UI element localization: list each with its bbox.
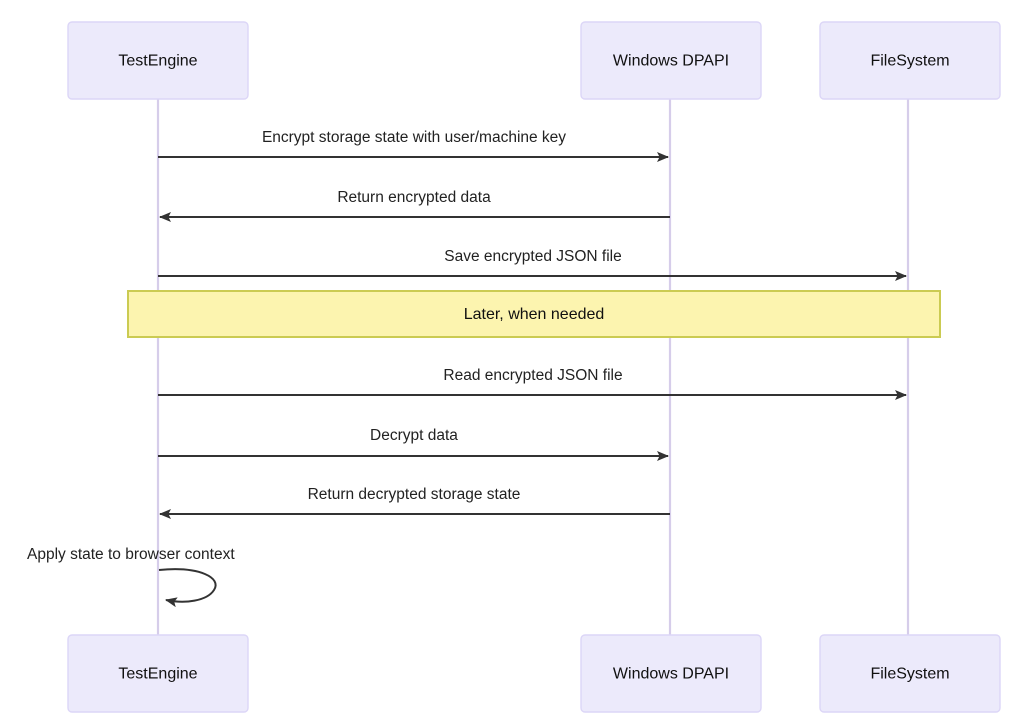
message-5-label: Decrypt data <box>370 427 458 444</box>
participants-top-group: TestEngine Windows DPAPI FileSystem <box>67 21 1001 100</box>
participant-bottom-testengine-label: TestEngine <box>118 666 197 683</box>
message-1-label: Encrypt storage state with user/machine … <box>262 129 566 146</box>
self-message-apply-state-label: Apply state to browser context <box>27 546 235 563</box>
note-later-when-needed-label: Later, when needed <box>464 306 605 323</box>
participant-top-filesystem-box[interactable] <box>819 21 1001 100</box>
message-3-label: Save encrypted JSON file <box>444 248 621 265</box>
participant-top-dpapi-label: Windows DPAPI <box>613 53 729 70</box>
participant-bottom-filesystem-box[interactable] <box>819 634 1001 713</box>
participant-bottom-testengine[interactable]: TestEngine <box>67 634 249 713</box>
self-message-apply-state[interactable]: Apply state to browser context <box>27 546 235 608</box>
lifelines-group <box>156 99 910 635</box>
participant-bottom-testengine-box[interactable] <box>67 634 249 713</box>
participant-top-dpapi-box[interactable] <box>580 21 762 100</box>
message-2-label: Return encrypted data <box>337 189 491 206</box>
participant-top-testengine-box[interactable] <box>67 21 249 100</box>
note-later-when-needed-rect[interactable] <box>127 290 941 338</box>
participants-bottom-group: TestEngine Windows DPAPI FileSystem <box>67 634 1001 713</box>
self-message-apply-state-loop[interactable] <box>158 568 217 608</box>
participant-bottom-dpapi-label: Windows DPAPI <box>613 666 729 683</box>
participant-bottom-dpapi[interactable]: Windows DPAPI <box>580 634 762 713</box>
message-3[interactable]: Save encrypted JSON file <box>158 248 907 281</box>
message-1[interactable]: Encrypt storage state with user/machine … <box>158 129 669 162</box>
message-2[interactable]: Return encrypted data <box>159 189 670 222</box>
participant-top-filesystem[interactable]: FileSystem <box>819 21 1001 100</box>
participant-top-testengine[interactable]: TestEngine <box>67 21 249 100</box>
message-5[interactable]: Decrypt data <box>158 427 669 461</box>
participant-bottom-filesystem[interactable]: FileSystem <box>819 634 1001 713</box>
message-4[interactable]: Read encrypted JSON file <box>158 367 907 400</box>
participant-top-dpapi[interactable]: Windows DPAPI <box>580 21 762 100</box>
message-4-label: Read encrypted JSON file <box>443 367 622 384</box>
participant-top-testengine-label: TestEngine <box>118 53 197 70</box>
participant-bottom-dpapi-box[interactable] <box>580 634 762 713</box>
participant-top-filesystem-label: FileSystem <box>870 53 949 70</box>
message-6[interactable]: Return decrypted storage state <box>159 486 670 519</box>
note-later-when-needed[interactable]: Later, when needed <box>127 290 941 338</box>
participant-bottom-filesystem-label: FileSystem <box>870 666 949 683</box>
message-6-label: Return decrypted storage state <box>308 486 521 503</box>
